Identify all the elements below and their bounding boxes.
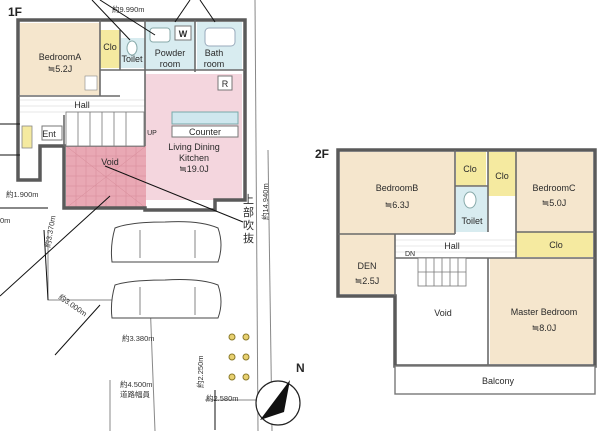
clo-2f-2-fill [488, 152, 516, 196]
balcony-label: Balcony [482, 376, 515, 386]
void-1f-label: Void [101, 157, 119, 167]
ldk-label-1: Living Dining [168, 142, 220, 152]
ldk-label-2: Kitchen [179, 153, 209, 163]
dim-road-width: 約4.500m [120, 379, 153, 389]
void-tile-grid [65, 145, 147, 209]
upper-void-char-2: 部 [243, 205, 254, 219]
upper-void-char-4: 抜 [243, 231, 254, 245]
compass: N [255, 361, 305, 426]
dim-road-label: 道路幅員 [120, 389, 150, 399]
clo-2f-3-fill [516, 232, 593, 257]
counter-bar [171, 125, 239, 138]
parking-car-1 [110, 221, 222, 263]
toilet-bowl-2f [463, 191, 477, 209]
stairs-1f [65, 111, 145, 147]
upper-void-char-1: 上 [243, 193, 254, 206]
dim-left-1: 約1.900m [6, 189, 39, 199]
bedroom-c-size: ≒5.0J [542, 198, 567, 208]
bathtub [204, 27, 236, 47]
counter-label: Counter [189, 127, 221, 137]
toilet-2f-label: Toilet [461, 216, 483, 226]
fridge-label: R [222, 79, 229, 89]
bedroom-a-name: BedroomA [39, 52, 82, 62]
stairs-up-label: UP [147, 130, 157, 137]
bath-room-label-1: Bath [205, 48, 224, 58]
compass-arrow [260, 380, 290, 420]
dim-left-2: 0m [0, 216, 10, 225]
master-bedroom-size: ≒8.0J [532, 323, 557, 333]
hall-1f-label: Hall [74, 100, 90, 110]
clo-2f-3-label: Clo [549, 240, 563, 250]
ent-label: Ent [42, 129, 56, 139]
wash-basin [149, 27, 171, 43]
dim-right-1: 約2.250m [195, 355, 205, 388]
floor-1-plan: 1F BedroomA ≒5.2J Clo Toilet Powder room… [0, 0, 305, 431]
balcony-outline [394, 365, 596, 395]
den-name: DEN [357, 261, 376, 271]
clo-2f-2-label: Clo [495, 171, 509, 181]
parking-car-2 [110, 279, 222, 319]
bedroom-c-name: BedroomC [532, 183, 576, 193]
master-bedroom-fill [490, 258, 593, 364]
hall-2f-hatch [395, 239, 516, 253]
clo-1f-label: Clo [103, 42, 117, 52]
stairs-down-label: DN [405, 251, 415, 258]
master-bedroom-name: Master Bedroom [511, 307, 578, 317]
dim-top-width: 約9.990m [112, 4, 145, 14]
bedroom-a-size: ≒5.2J [48, 64, 73, 74]
bedroom-b-name: BedroomB [376, 183, 419, 193]
stairs-2f [417, 257, 467, 287]
clo-2f-1-label: Clo [463, 164, 477, 174]
bedroom-b-size: ≒6.3J [385, 200, 410, 210]
shoe-closet [21, 125, 33, 149]
floor-2-plan: 2F BedroomB ≒6.3J Clo Clo Toilet Bedroom… [315, 147, 597, 395]
washer [174, 25, 192, 41]
compass-n-label: N [296, 361, 305, 375]
void-2f-label: Void [434, 308, 452, 318]
fridge-box [217, 75, 233, 91]
toilet-bowl-1f [126, 40, 138, 56]
bedroom-c-fill [516, 152, 593, 232]
powder-room-label-2: room [160, 59, 181, 69]
washer-label: W [179, 29, 188, 39]
bicycle-marks [228, 333, 250, 381]
den-fill [340, 234, 395, 294]
bedroom-b-fill [340, 152, 455, 234]
ldk-label-3: ≒19.0J [179, 164, 209, 174]
dim-depth: 約14.940m [260, 183, 270, 220]
breaker-box [84, 75, 98, 91]
kitchen-counter [171, 111, 239, 125]
den-size: ≒2.5J [355, 276, 380, 286]
bath-room-label-2: room [204, 59, 225, 69]
toilet-1f-label: Toilet [121, 54, 143, 64]
upper-void-char-3: 吹 [243, 219, 254, 232]
dim-diagonal: 約3.000m [57, 291, 89, 318]
clo-1f-fill [100, 30, 120, 68]
clo-2f-1-fill [456, 152, 486, 186]
powder-room-label-1: Powder [155, 48, 186, 58]
dim-right-2: 約2.580m [206, 393, 239, 403]
floor-1-label: 1F [8, 5, 22, 19]
entrance-box [41, 125, 63, 141]
dim-bottom-1: 約3.380m [122, 333, 155, 343]
floor-2-label: 2F [315, 147, 329, 161]
hall-2f-label: Hall [444, 241, 460, 251]
